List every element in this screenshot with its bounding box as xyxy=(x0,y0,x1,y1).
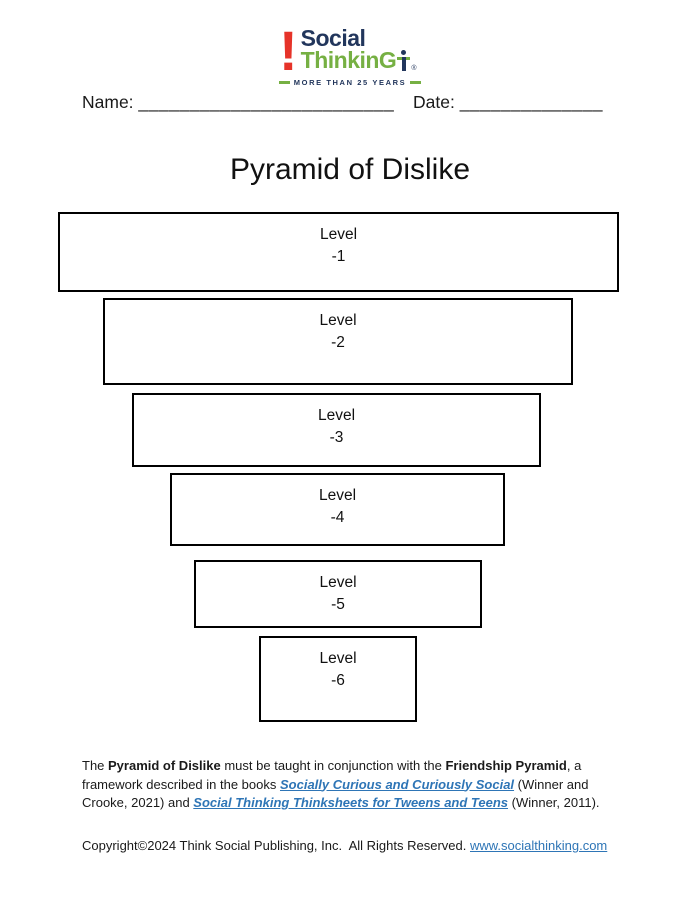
date-label: Date: xyxy=(413,92,455,112)
copyright-text: Copyright©2024 Think Social Publishing, … xyxy=(82,838,470,853)
footnote-bold-friendship-pyramid: Friendship Pyramid xyxy=(445,758,567,773)
footnote-text: The xyxy=(82,758,109,773)
tagline-rule-left xyxy=(279,81,290,84)
social-thinking-logo: ! Social ThinkinG ® MORE THAN 25 YEARS xyxy=(279,19,421,87)
person-body-bar xyxy=(402,57,406,71)
logo-word-thinking-row: ThinkinG ® xyxy=(300,47,417,73)
pyramid-level-2-box: Level -2 xyxy=(103,298,573,385)
person-icon xyxy=(397,50,411,72)
logo-tagline: MORE THAN 25 YEARS xyxy=(293,78,407,88)
person-head-dot xyxy=(401,50,407,55)
pyramid-level-1-box: Level -1 xyxy=(58,212,619,292)
level-label: Level xyxy=(318,487,357,504)
level-label: Level xyxy=(319,650,357,667)
pyramid-level-3-box: Level -3 xyxy=(132,393,541,467)
date-field: Date: ______________ xyxy=(413,92,603,113)
logo-tagline-row: MORE THAN 25 YEARS xyxy=(279,78,421,87)
footnote-text: (Winner and Crooke, 2021) and xyxy=(82,776,589,811)
level-label: Level xyxy=(319,312,357,329)
footnote-bold-pyramid-of-dislike: Pyramid of Dislike xyxy=(108,758,221,773)
registered-trademark-icon: ® xyxy=(411,65,417,72)
level-value: -4 xyxy=(330,509,345,526)
level-value: -3 xyxy=(329,429,344,446)
link-socially-curious-book[interactable]: Socially Curious and Curiously Social xyxy=(279,776,515,792)
page-title: Pyramid of Dislike xyxy=(229,153,471,186)
level-value: -2 xyxy=(331,334,345,351)
name-label: Name: xyxy=(82,92,134,112)
pyramid-level-4-box: Level -4 xyxy=(170,473,505,546)
footnote-paragraph: The Pyramid of Dislike must be taught in… xyxy=(82,757,610,813)
logo-wordmark: ! Social ThinkinG ® xyxy=(279,19,421,82)
tagline-rule-right xyxy=(410,81,421,84)
footnote-text: , a framework described in the books xyxy=(82,758,582,792)
level-value: -1 xyxy=(331,248,346,265)
level-label: Level xyxy=(319,574,357,591)
pyramid-level-5-box: Level -5 xyxy=(194,560,482,628)
level-value: -6 xyxy=(331,672,345,689)
date-blank-line: ______________ xyxy=(459,92,603,112)
level-label: Level xyxy=(317,407,356,424)
link-thinksheets-book[interactable]: Social Thinking Thinksheets for Tweens a… xyxy=(193,795,509,810)
level-label: Level xyxy=(319,226,358,243)
logo-word-social: Social xyxy=(300,25,366,51)
logo-word-thinking: ThinkinG xyxy=(300,47,397,73)
link-socialthinking-website[interactable]: www.socialthinking.com xyxy=(469,838,608,853)
footnote-text: (Winner, 2011). xyxy=(508,795,600,810)
name-date-row: Name: _________________________ Date: __… xyxy=(0,92,700,118)
name-field: Name: _________________________ xyxy=(82,92,394,113)
name-blank-line: _________________________ xyxy=(138,92,395,112)
logo-exclamation-mark: ! xyxy=(279,19,298,82)
copyright-line: Copyright©2024 Think Social Publishing, … xyxy=(82,838,642,853)
level-value: -5 xyxy=(331,596,345,613)
logo-words: Social ThinkinG ® xyxy=(300,25,417,73)
pyramid-level-6-box: Level -6 xyxy=(259,636,417,722)
footnote-text: must be taught in conjunction with the xyxy=(220,758,446,773)
